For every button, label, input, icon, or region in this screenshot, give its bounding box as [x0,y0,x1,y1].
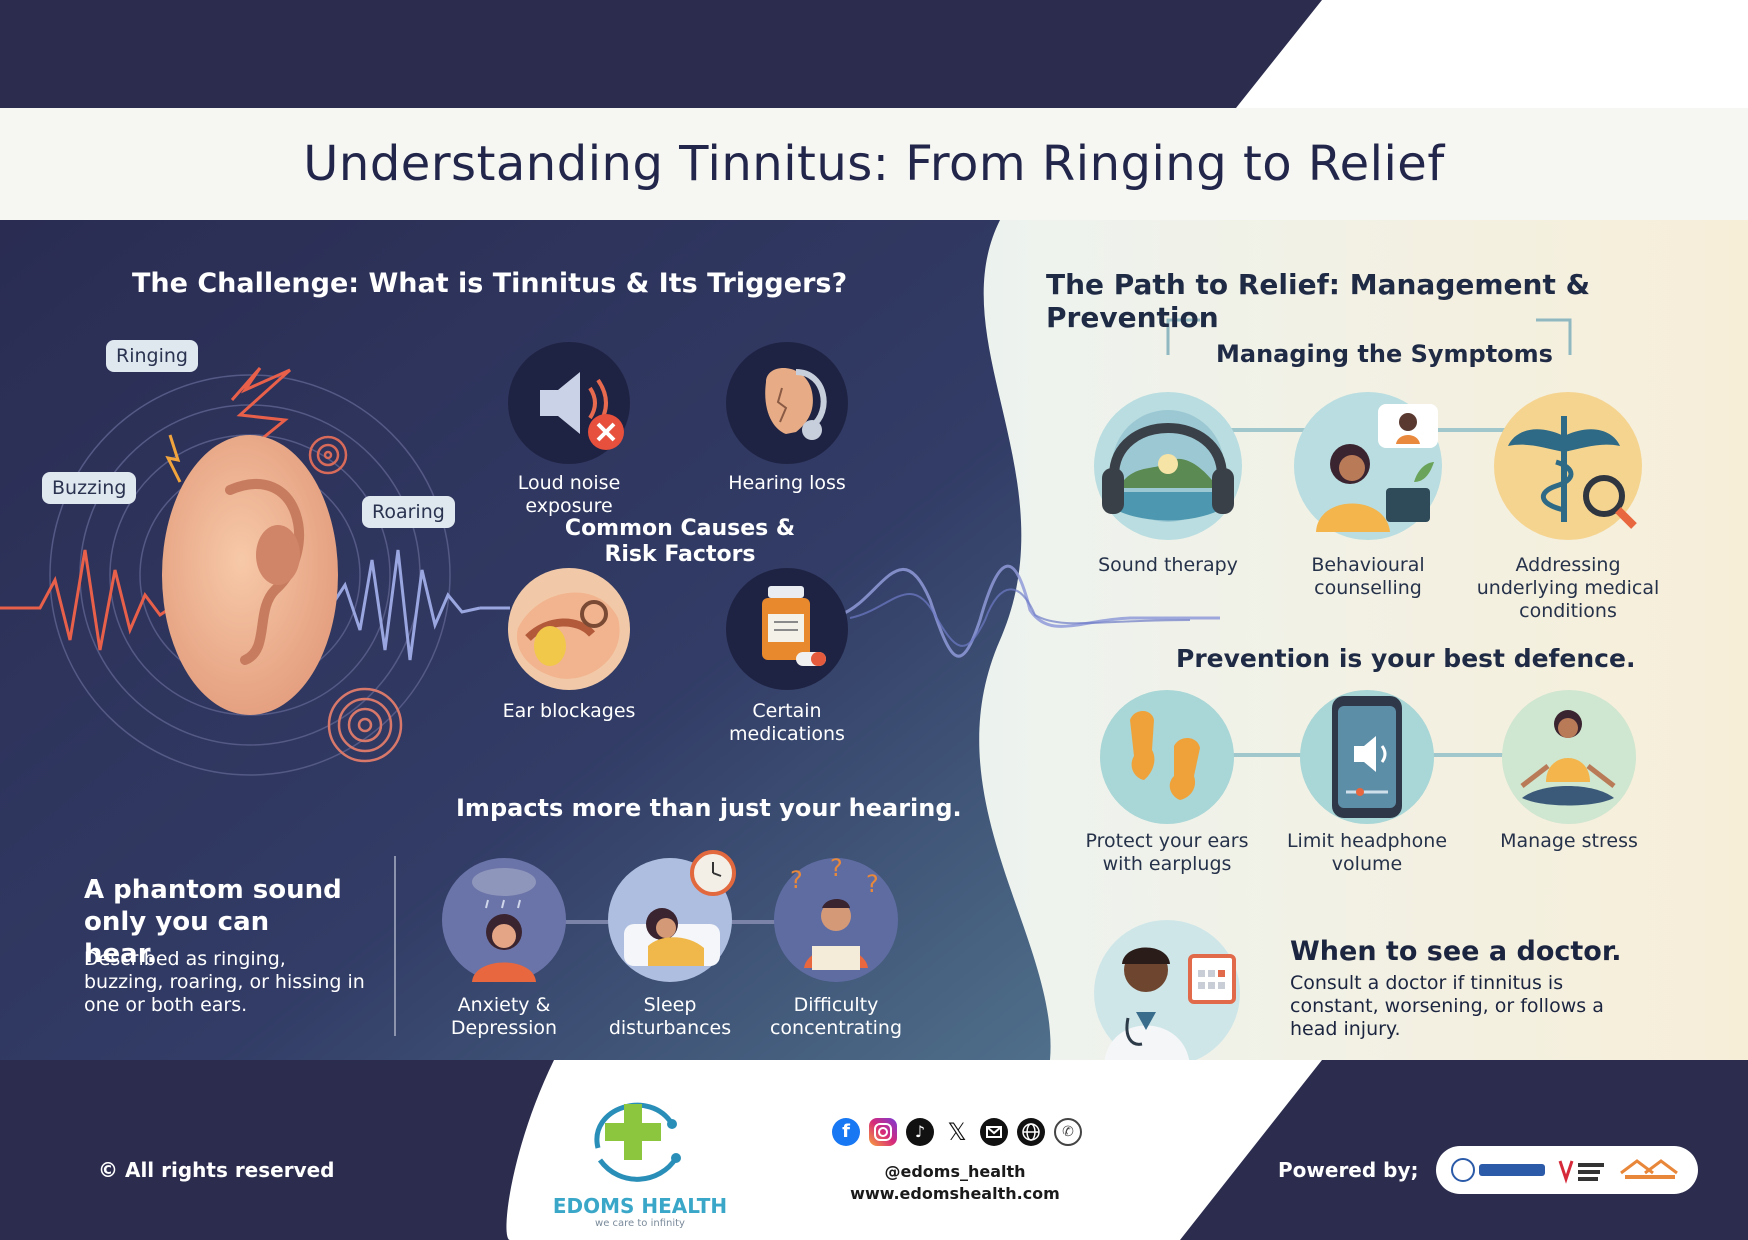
website-link[interactable]: www.edomshealth.com [850,1184,1060,1203]
instagram-icon[interactable] [869,1118,897,1146]
manage-label-medical: Addressing underlying medical conditions [1476,554,1660,622]
phantom-title: A phantom sound only you can hear. [84,875,342,969]
manage-label-sound-therapy: Sound therapy [1098,554,1238,576]
sound-buzzing-bubble: Buzzing [42,472,137,504]
cause-label-loud-noise: Loud noise exposure [517,472,621,517]
impact-label-anxiety: Anxiety & Depression [450,994,558,1039]
right-heading: The Path to Relief: Management & Prevent… [1046,268,1591,334]
prevention-title: Prevention is your best defence. [1176,644,1636,673]
hometech-logo-icon [1620,1159,1679,1179]
caduceus-icon [1494,392,1642,540]
rights-text: © All rights reserved [98,1158,335,1182]
svg-text:?: ? [866,870,879,898]
x-icon[interactable]: 𝕏 [947,1118,967,1146]
sound-roaring-bubble: Roaring [362,496,455,528]
hearing-aid-icon [726,342,848,464]
social-handle[interactable]: @edoms_health [884,1162,1026,1181]
cause-label-medications: Certain medications [729,700,845,745]
brand-name: EDOMS HEALTH [552,1194,728,1218]
prevent-label-headphone: Limit headphone volume [1286,830,1448,875]
earplugs-icon [1100,690,1234,824]
email-icon[interactable] [980,1118,1008,1146]
clock-icon [690,850,736,896]
confused-reader-icon: ? ? ? [774,854,898,982]
title-bar: Understanding Tinnitus: From Ringing to … [0,108,1748,220]
tiktok-icon[interactable]: ♪ [906,1118,934,1146]
sound-ringing-bubble: Ringing [106,340,198,372]
causes-title: Common Causes & Risk Factors [564,516,796,567]
left-divider [394,856,396,1036]
page-title: Understanding Tinnitus: From Ringing to … [303,136,1445,192]
ear-canal-icon [508,568,630,690]
impact-label-sleep: Sleep disturbances [608,994,732,1039]
facebook-icon[interactable]: f [832,1118,860,1146]
doctor-title: When to see a doctor. [1290,936,1622,967]
impacts-title: Impacts more than just your hearing. [456,794,962,822]
ear-illustration [162,435,338,715]
partner-logos [1436,1146,1698,1194]
left-heading: The Challenge: What is Tinnitus & Its Tr… [132,268,848,299]
prevent-label-earplugs: Protect your ears with earplugs [1085,830,1249,875]
whatsapp-icon[interactable]: ✆ [1054,1118,1082,1146]
raincloud-person-icon [442,858,566,982]
phantom-description: Described as ringing, buzzing, roaring, … [84,948,365,1016]
footer-white-panel [506,1060,1322,1240]
brand-tagline: we care to infinity [595,1218,685,1229]
pill-bottle-icon [726,568,848,690]
prevent-label-stress: Manage stress [1500,830,1638,852]
doctor-icon [1094,920,1240,1060]
svg-text:?: ? [790,866,803,894]
phone-volume-icon [1300,690,1434,824]
social-icons-row: f ♪ 𝕏 ✆ [832,1118,1082,1146]
doctor-description: Consult a doctor if tinnitus is constant… [1290,972,1604,1040]
headphones-icon [1094,392,1242,540]
edoms-logo-icon [580,1088,690,1198]
cause-label-hearing-loss: Hearing loss [728,472,846,494]
powered-by-label: Powered by; [1278,1158,1419,1182]
globe-icon[interactable] [1017,1118,1045,1146]
speaker-mute-icon [508,342,630,464]
impact-label-concentration: Difficulty concentrating [769,994,903,1039]
meditation-icon [1502,690,1636,824]
cause-label-ear-blockages: Ear blockages [502,700,636,722]
svg-text:?: ? [830,858,843,882]
technicrest-logo-icon [1450,1158,1545,1182]
manage-label-counselling: Behavioural counselling [1311,554,1425,599]
managing-title: Managing the Symptoms [1216,340,1553,368]
top-decoration [1236,0,1748,108]
main-panel: The Challenge: What is Tinnitus & Its Tr… [0,220,1748,1060]
edoms-digitals-logo-icon [1558,1160,1604,1184]
counselling-icon [1294,392,1442,540]
